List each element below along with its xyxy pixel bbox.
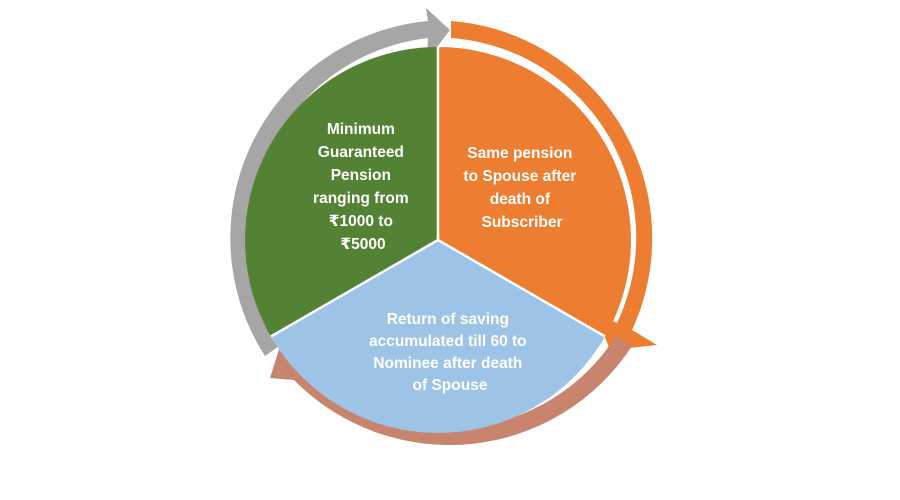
salmon-cycle-arrow bbox=[270, 336, 632, 446]
label-line: accumulated till 60 to bbox=[369, 333, 527, 350]
label-line: Return of saving bbox=[387, 311, 509, 328]
cycle-arrows bbox=[230, 8, 657, 446]
segment-minimum-pension bbox=[245, 47, 438, 337]
label-line: of Spouse bbox=[413, 377, 488, 394]
segment-labels: Same pension to Spouse after death of Su… bbox=[313, 121, 580, 394]
segment-divider bbox=[270, 238, 439, 338]
label-return-of-saving: Return of saving accumulated till 60 to … bbox=[369, 311, 531, 394]
label-line: Guaranteed bbox=[318, 144, 404, 161]
label-line: Nominee after death bbox=[373, 355, 522, 372]
label-line: Same pension bbox=[467, 145, 572, 162]
segment-same-pension bbox=[438, 47, 631, 337]
label-same-pension: Same pension to Spouse after death of Su… bbox=[463, 145, 580, 231]
label-line: to Spouse after bbox=[463, 168, 576, 185]
segment-divider bbox=[437, 238, 606, 338]
label-line: ₹5000 bbox=[340, 236, 385, 253]
label-line: Minimum bbox=[327, 121, 395, 138]
label-line: Pension bbox=[331, 167, 391, 184]
orange-cycle-arrow bbox=[451, 21, 657, 350]
label-line: Subscriber bbox=[482, 214, 563, 231]
label-line: ₹1000 to bbox=[329, 213, 393, 230]
label-line: death of bbox=[490, 191, 551, 208]
label-line: ranging from bbox=[313, 190, 409, 207]
gray-cycle-arrow bbox=[230, 8, 450, 356]
segment-return-of-saving bbox=[270, 240, 606, 433]
pie bbox=[245, 47, 631, 433]
label-minimum-pension: Minimum Guaranteed Pension ranging from … bbox=[313, 121, 413, 253]
